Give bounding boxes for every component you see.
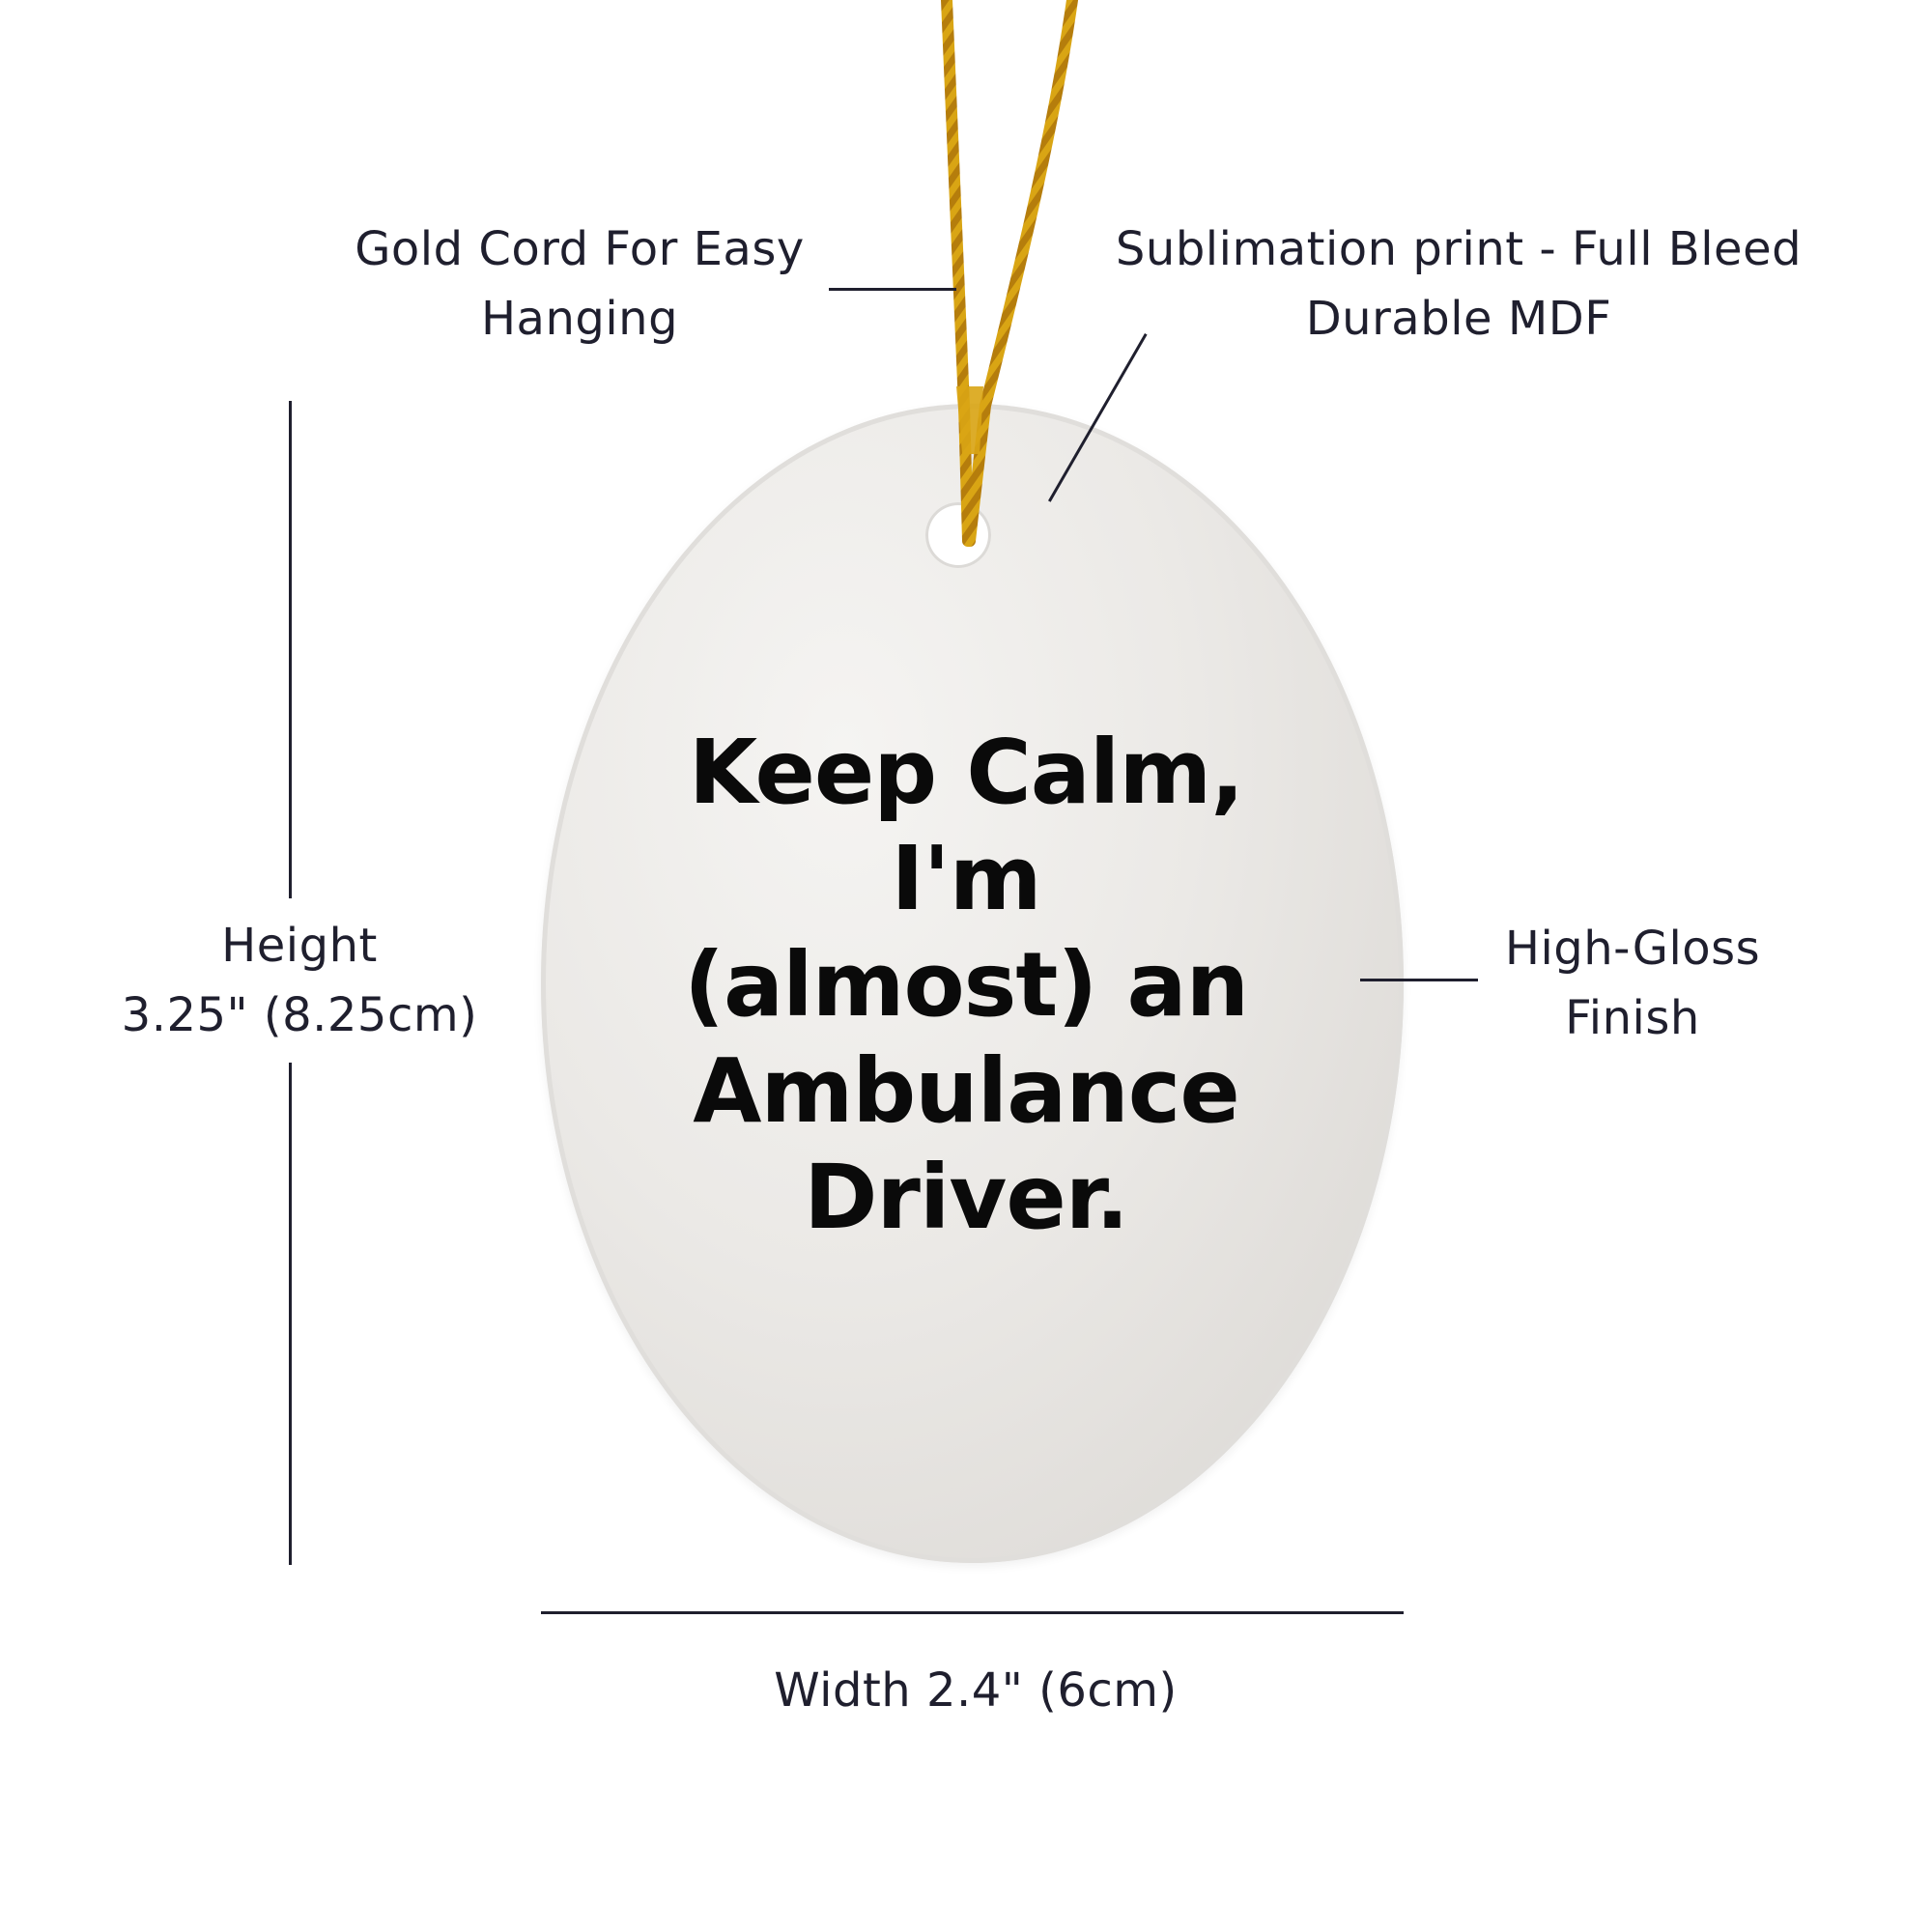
slogan-line: (almost) an — [683, 933, 1249, 1037]
slogan-line: Keep Calm, — [688, 721, 1244, 824]
print-callout-line: Sublimation print - Full Bleed — [1115, 222, 1803, 276]
cord-callout: Gold Cord For Easy Hanging — [328, 214, 831, 354]
gloss-leader-line — [1360, 979, 1478, 981]
height-dimension-line — [289, 401, 292, 898]
height-callout: Height 3.25" (8.25cm) — [97, 911, 502, 1050]
print-callout-line: Durable MDF — [1305, 292, 1612, 346]
hanging-hole — [925, 502, 991, 568]
gold-cord-icon — [941, 0, 1078, 547]
cord-callout-line: Hanging — [480, 292, 679, 346]
cord-callout-line: Gold Cord For Easy — [355, 222, 805, 276]
gloss-callout-line: High-Gloss — [1504, 922, 1761, 976]
height-dimension-line — [289, 1063, 292, 1565]
gloss-callout-line: Finish — [1565, 991, 1700, 1045]
oval-ornament — [541, 404, 1404, 1563]
ornament-slogan: Keep Calm, I'm (almost) an Ambulance Dri… — [618, 720, 1314, 1251]
height-callout-line: 3.25" (8.25cm) — [121, 988, 478, 1042]
slogan-line: I'm — [891, 827, 1041, 930]
slogan-line: Ambulance — [693, 1039, 1239, 1143]
width-callout: Width 2.4" (6cm) — [774, 1663, 1178, 1718]
gloss-callout: High-Gloss Finish — [1459, 914, 1806, 1053]
print-callout: Sublimation print - Full Bleed Durable M… — [1092, 214, 1826, 354]
slogan-line: Driver. — [804, 1146, 1129, 1249]
width-dimension-line — [541, 1611, 1404, 1614]
height-callout-line: Height — [221, 919, 378, 973]
cord-leader-line — [829, 288, 956, 291]
